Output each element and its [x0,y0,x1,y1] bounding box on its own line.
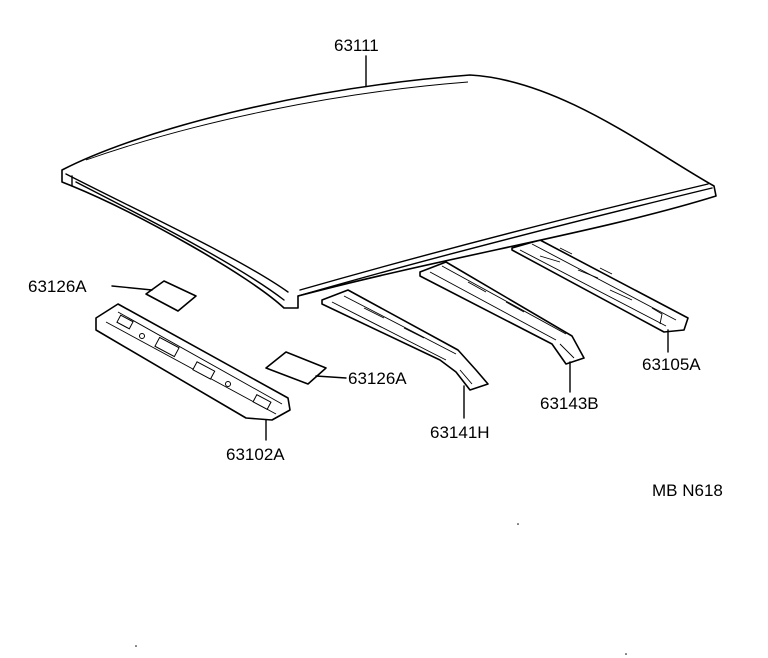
speck [625,653,627,655]
front-roof-bow [321,289,489,391]
roof-panel [61,74,717,309]
label-front-bow: 63141H [430,423,490,442]
label-rear-header: 63105A [642,355,701,374]
lower-pad [265,351,327,385]
front-header-panel [95,303,291,421]
label-middle-bow: 63143B [540,394,599,413]
upper-pad [145,280,197,312]
leader-upper-pad [111,285,153,291]
diagram-code: MB N618 [652,481,723,500]
speck [135,645,137,647]
label-roof-panel: 63111 [334,36,379,55]
label-upper-pad: 63126A [28,277,87,296]
leader-lower-pad [315,375,347,379]
label-front-header: 63102A [226,445,285,464]
speck [517,523,519,525]
middle-roof-bow [419,261,585,365]
label-lower-pad: 63126A [348,369,407,388]
